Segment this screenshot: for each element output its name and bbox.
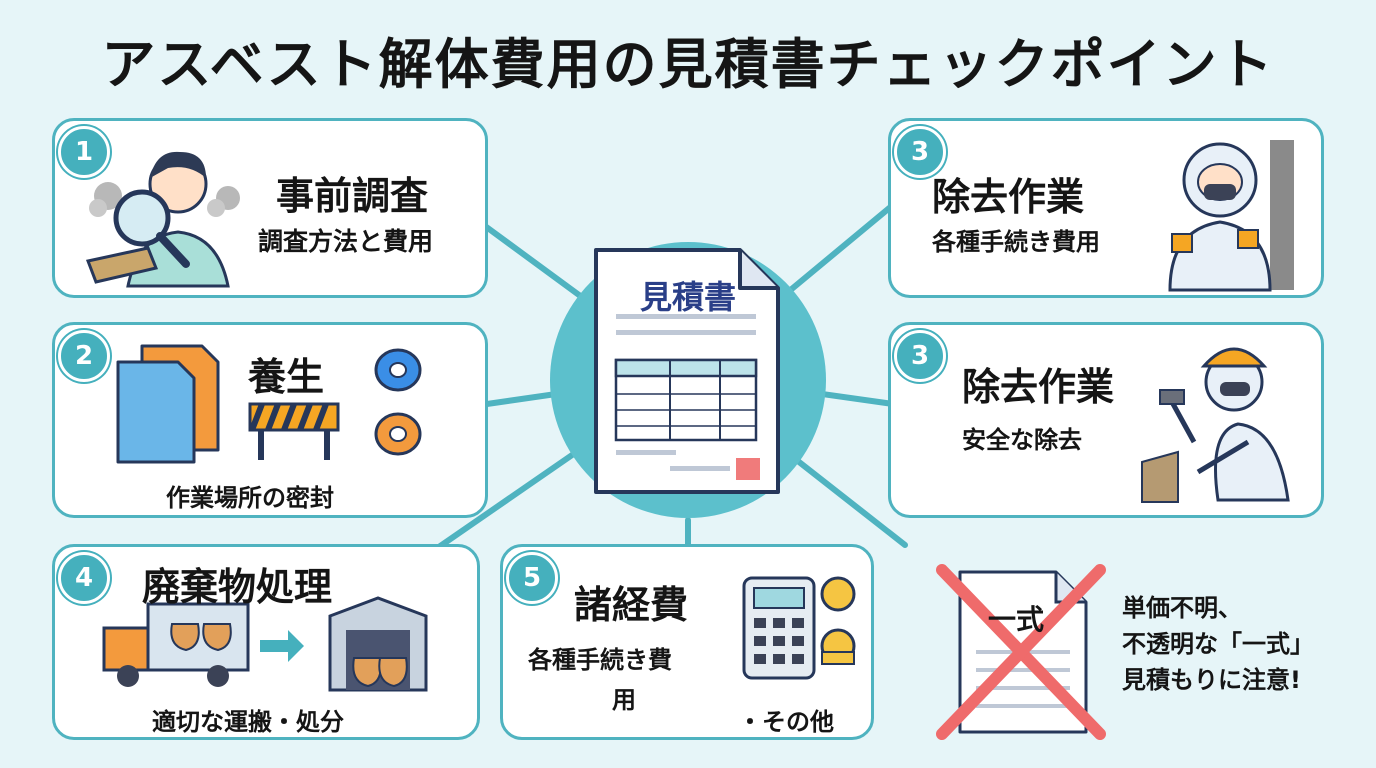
estimate-document-icon — [594, 248, 780, 494]
estimate-doc-title: 見積書 — [640, 278, 737, 316]
card-survey-subtitle: 調査方法と費用 — [258, 227, 434, 256]
badge-3b: 3 — [894, 330, 946, 382]
barrier-icon — [248, 402, 340, 460]
card-removal-a-title: 除去作業 — [932, 175, 1085, 219]
card-misc-subtitle-2: 用 — [612, 686, 636, 714]
badge-4: 4 — [58, 552, 110, 604]
badge-3a: 3 — [894, 126, 946, 178]
magnifier-person-icon — [85, 151, 240, 288]
badge-1: 1 — [58, 126, 110, 178]
tape-icon — [374, 348, 422, 456]
card-survey-title: 事前調査 — [276, 174, 429, 218]
truck-warehouse-icon — [102, 596, 428, 692]
card-removal-b-title: 除去作業 — [962, 365, 1115, 409]
card-curing-title: 養生 — [248, 355, 325, 399]
warning-doc-label: 一式 — [988, 603, 1045, 636]
card-misc-subtitle-1: 各種手続き費 — [528, 646, 672, 674]
warning-text: 単価不明、 不透明な「一式」 見積もりに注意! — [1122, 590, 1314, 698]
card-curing-subtitle: 作業場所の密封 — [166, 484, 334, 512]
card-removal-a-subtitle: 各種手続き費用 — [932, 228, 1100, 256]
card-misc-title: 諸経費 — [574, 583, 689, 627]
warning-line-3: 見積もりに注意! — [1122, 666, 1301, 694]
crossed-document-icon — [936, 564, 1106, 740]
warning-line-2: 不透明な「一式」 — [1122, 630, 1314, 658]
warning-line-1: 単価不明、 — [1122, 594, 1242, 622]
page-title: アスベスト解体費用の見積書チェックポイント — [101, 33, 1275, 96]
card-removal-b-subtitle: 安全な除去 — [962, 426, 1082, 454]
badge-2: 2 — [58, 330, 110, 382]
calculator-yen-icon — [742, 576, 856, 680]
plastic-sheet-icon — [116, 344, 220, 464]
card-waste-title: 廃棄物処理 — [142, 565, 333, 609]
protective-suit-worker-icon — [1168, 140, 1294, 292]
helmet-worker-hammer-icon — [1141, 347, 1290, 503]
card-misc-subtitle-extra: ・その他 — [738, 708, 834, 736]
badge-5: 5 — [506, 552, 558, 604]
card-waste-subtitle: 適切な運搬・処分 — [152, 708, 344, 736]
